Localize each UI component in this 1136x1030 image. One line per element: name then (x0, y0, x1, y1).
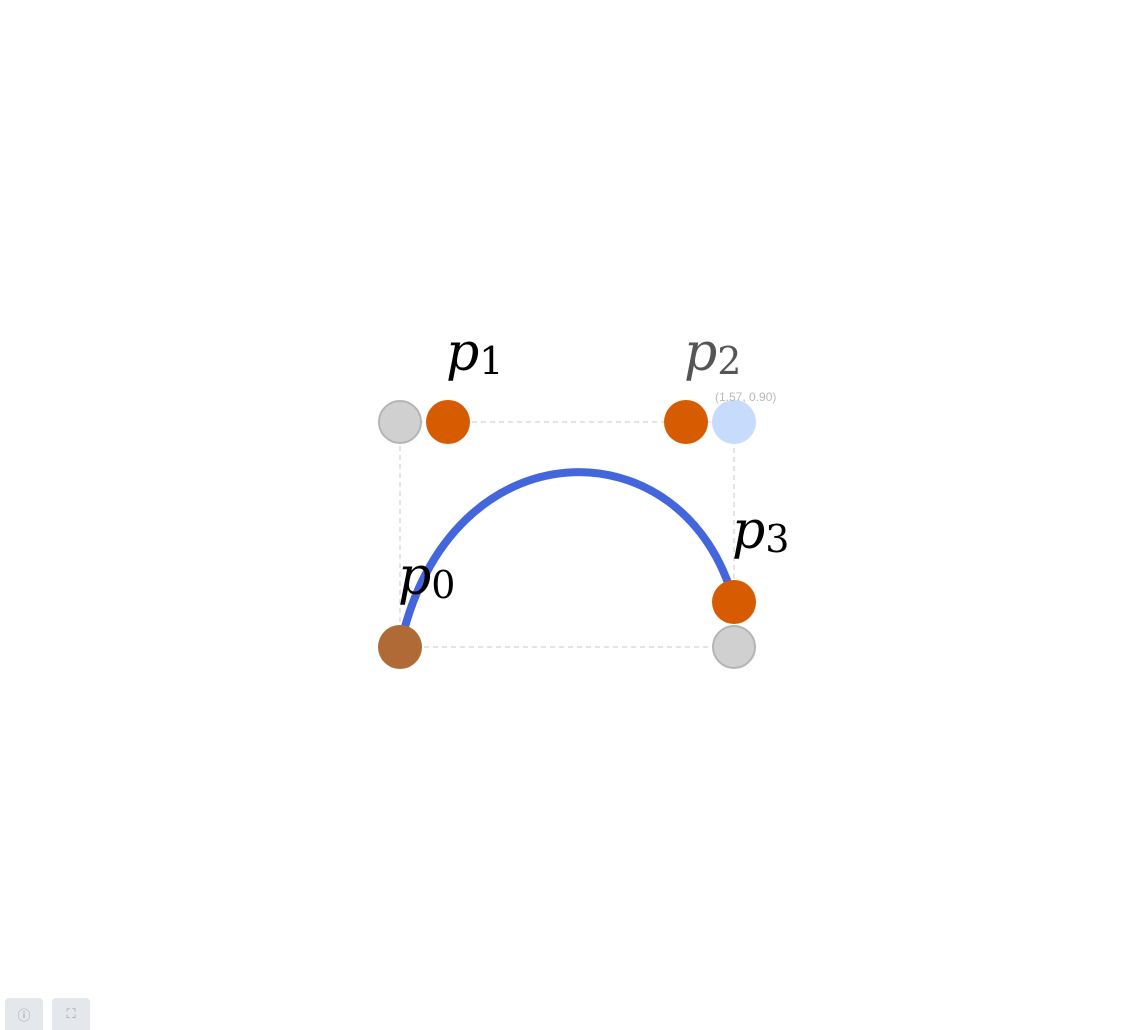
info-icon: ⓘ (17, 1008, 31, 1024)
anchor-point-top-left[interactable] (378, 400, 422, 444)
label-p2-base: p (684, 323, 717, 383)
label-p0: p0 (398, 547, 455, 607)
label-p2: p2 (684, 323, 741, 383)
label-p0-base: p (398, 547, 431, 607)
control-point-p1[interactable] (426, 400, 470, 444)
label-p1-sub: 1 (479, 339, 503, 383)
bezier-curve (396, 468, 738, 651)
dashed-frame (399, 421, 735, 648)
label-p2-sub: 2 (717, 339, 741, 383)
label-p1: p1 (446, 323, 503, 383)
fullscreen-icon: ⛶ (66, 1006, 76, 1022)
control-point-p2[interactable] (664, 400, 708, 444)
label-p1-base: p (446, 323, 479, 383)
control-point-p3[interactable] (712, 580, 756, 624)
label-p3-sub: 3 (765, 517, 789, 561)
info-button[interactable]: ⓘ (5, 998, 43, 1030)
label-p3-base: p (732, 501, 765, 561)
fullscreen-button[interactable]: ⛶ (52, 998, 90, 1030)
coord-readout: (1.57, 0.90) (715, 390, 776, 404)
label-p0-sub: 0 (431, 563, 455, 607)
anchor-point-bottom-right[interactable] (712, 625, 756, 669)
label-p3: p3 (732, 501, 789, 561)
control-point-p0[interactable] (378, 625, 422, 669)
hover-point[interactable] (712, 400, 756, 444)
